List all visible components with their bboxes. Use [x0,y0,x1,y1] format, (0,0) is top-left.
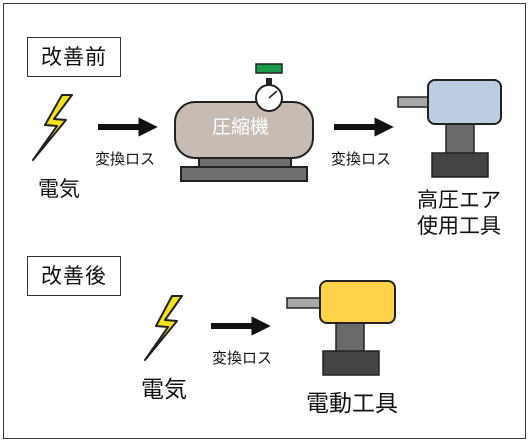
conversion-loss-label-3: 変換ロス [212,349,273,367]
compressor-label: 圧縮機 [212,116,270,138]
electric-tool-icon [286,280,396,376]
diagram-frame [3,3,526,439]
conversion-loss-label-2: 変換ロス [331,150,392,168]
electric-tool-label: 電動工具 [306,391,398,417]
before-section-label: 改善前 [27,37,121,77]
electricity-label-before: 電気 [38,177,80,201]
air-tool-label-line1: 高圧エア [417,188,501,212]
air-tool-icon [397,79,502,178]
conversion-loss-label-1: 変換ロス [95,150,156,168]
lightning-icon-after [144,295,183,361]
electricity-label-after: 電気 [141,377,187,403]
air-tool-label-line2: 使用工具 [417,214,501,238]
compressor-icon [174,63,314,182]
after-section-label: 改善後 [27,256,121,296]
lightning-icon-before [32,94,73,161]
